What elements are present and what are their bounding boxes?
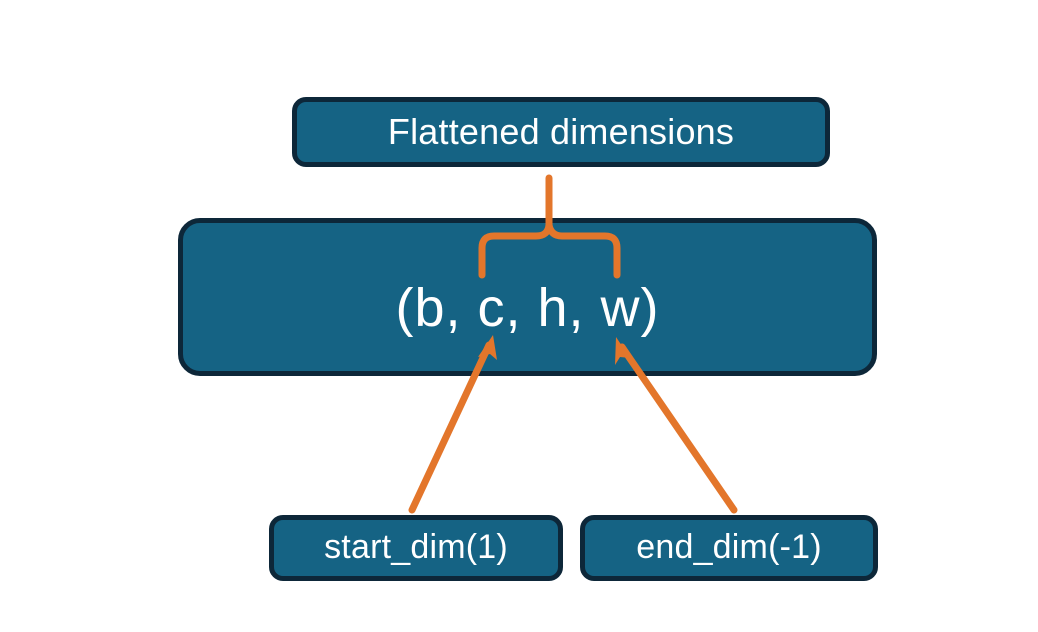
node-flattened-dimensions[interactable]: Flattened dimensions [292, 97, 830, 167]
node-end-dim-label: end_dim(-1) [636, 528, 822, 567]
node-flattened-dimensions-label: Flattened dimensions [387, 111, 735, 153]
node-shape-tuple[interactable]: (b, c, h, w) [178, 218, 877, 376]
node-start-dim[interactable]: start_dim(1) [269, 515, 563, 581]
node-end-dim[interactable]: end_dim(-1) [580, 515, 878, 581]
node-start-dim-label: start_dim(1) [324, 528, 508, 567]
node-shape-tuple-label: (b, c, h, w) [395, 278, 660, 339]
